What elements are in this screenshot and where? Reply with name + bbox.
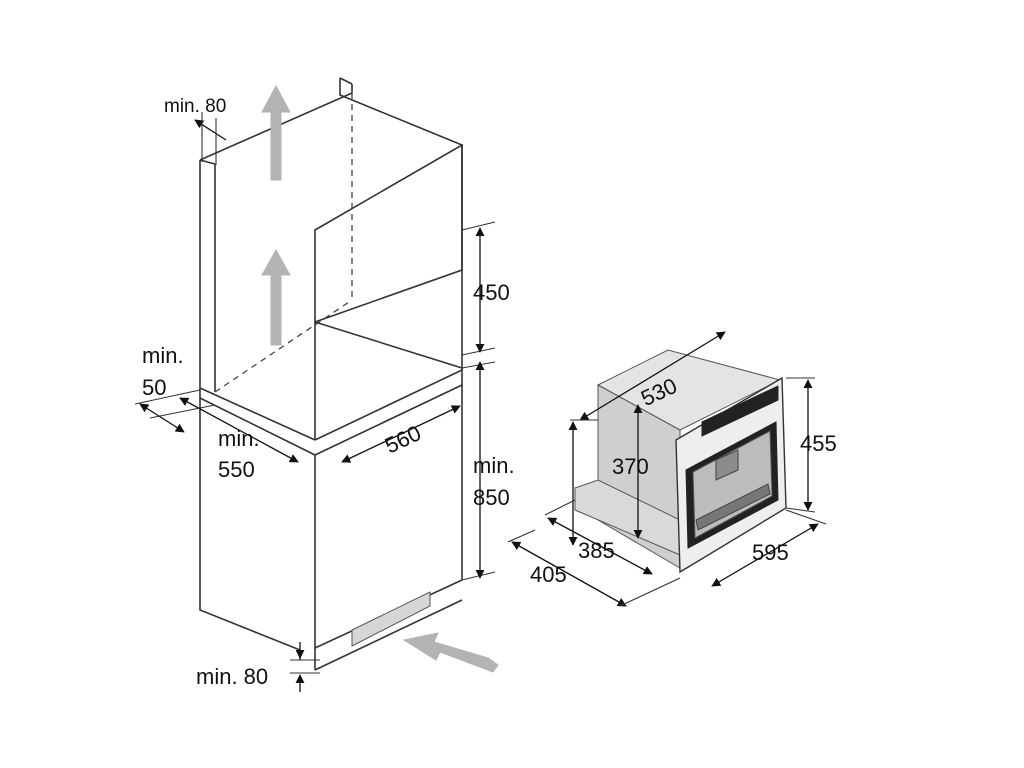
width595-dim-line [711, 523, 819, 587]
rear-gap-dim-line [139, 403, 185, 433]
airflow-arrow-top [261, 84, 291, 181]
depth405-label: 405 [530, 562, 567, 587]
plinth-gap-label: min. 80 [196, 664, 268, 689]
niche-height-label: 450 [473, 280, 510, 305]
depth385-ext [544, 499, 576, 516]
plinth-bottom [314, 599, 463, 671]
niche-height-ext-top [461, 221, 496, 231]
top-gap-dim-line [194, 119, 227, 141]
niche-shelf-top [314, 143, 463, 324]
width595-ext [785, 509, 827, 525]
appliance-depth-dim-line [579, 331, 726, 421]
niche-floor-edge [314, 369, 463, 441]
dispenser-spout [715, 449, 739, 481]
vent-grille [351, 591, 431, 647]
depth405-ext-right [619, 577, 681, 607]
depth405-ext [507, 529, 536, 543]
depth405-dim-line [511, 541, 627, 607]
base-height-label-b: 850 [473, 485, 510, 510]
niche-floor-right [314, 321, 463, 369]
airflow-arrow-bottom [402, 632, 499, 673]
cabinet-drawing: min. 80 450 min. 850 min. 50 min. 550 56… [134, 77, 515, 692]
rear-gap-label-a: min. [142, 343, 184, 368]
cabinet-top-edge [339, 77, 353, 85]
base-height-ext-bottom [461, 571, 496, 581]
depth-label-b: 550 [218, 457, 255, 482]
niche-height-ext-bottom [461, 347, 496, 356]
body-height-label: 370 [612, 454, 649, 479]
airflow-arrow-middle [261, 248, 291, 346]
front-height-label: 455 [800, 431, 837, 456]
drip-tray [695, 483, 771, 531]
top-gap-label: min. 80 [164, 96, 226, 117]
cabinet-rear-side-panel [339, 78, 463, 580]
depth-label-a: min. [218, 426, 260, 451]
rear-gap-label-b: 50 [142, 375, 166, 400]
appliance-display [701, 385, 779, 437]
front-height-ext-bottom [785, 507, 816, 513]
width595-label: 595 [752, 540, 789, 565]
depth-dim-line [179, 397, 299, 463]
depth385-label: 385 [578, 538, 615, 563]
appliance-drawing: 530 370 455 385 405 595 [507, 331, 837, 607]
rear-gap-ext-a [134, 389, 201, 405]
hidden-floor-edge [214, 299, 353, 393]
base-height-ext-top [461, 361, 496, 369]
cabinet-front-left-panel [199, 160, 301, 651]
base-height-label-a: min. [473, 453, 515, 478]
width-dim-line [341, 405, 461, 463]
